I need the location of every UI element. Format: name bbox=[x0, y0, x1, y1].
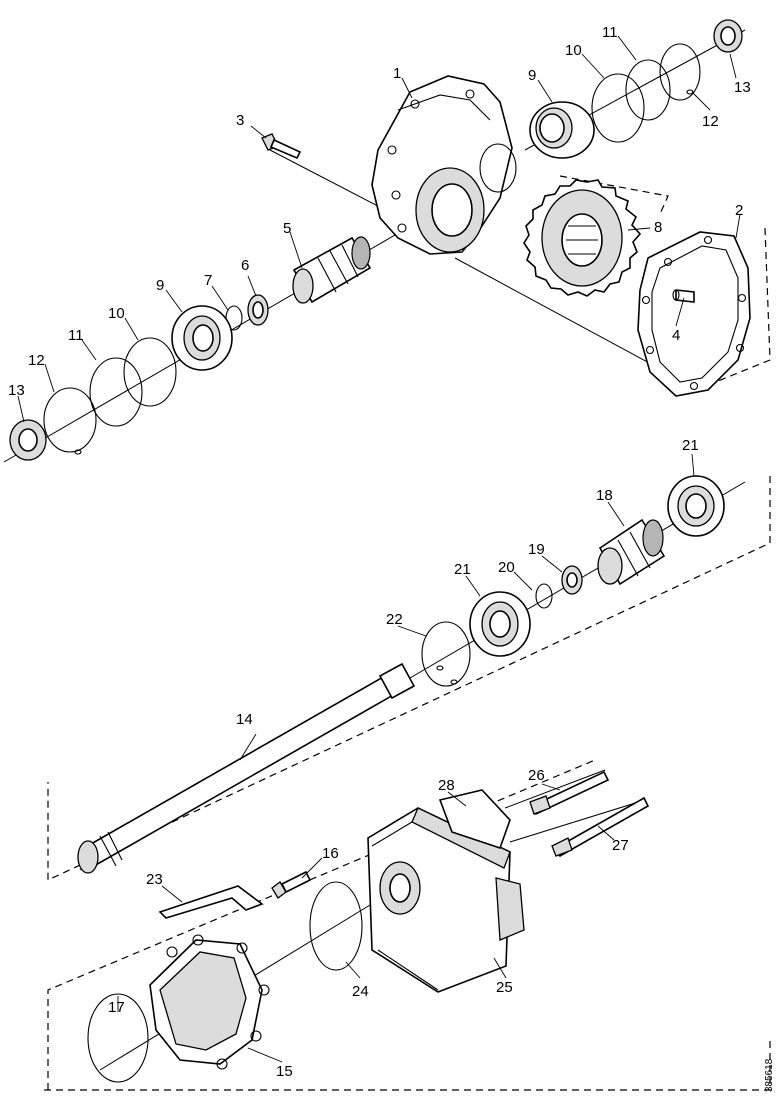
snap-ring-part-20 bbox=[535, 583, 553, 609]
bearing-part-21-left bbox=[469, 591, 531, 657]
label-part-6: 6 bbox=[241, 257, 249, 274]
group-outline-middle bbox=[47, 476, 771, 881]
splined-sleeve-part-18 bbox=[597, 518, 666, 586]
label-part-10-upper: 10 bbox=[565, 42, 582, 59]
label-part-15: 15 bbox=[276, 1063, 293, 1080]
label-part-5: 5 bbox=[283, 220, 291, 237]
gear-part-8 bbox=[523, 179, 642, 297]
ring-part-10-lower bbox=[123, 337, 177, 407]
circlip-part-12-upper bbox=[659, 43, 701, 101]
label-part-23: 23 bbox=[146, 871, 163, 888]
splined-sleeve-part-5 bbox=[292, 236, 372, 304]
label-part-11-upper: 11 bbox=[602, 24, 618, 41]
spring-part-23 bbox=[158, 885, 264, 919]
label-part-12-lower: 12 bbox=[28, 352, 45, 369]
pin-part-4 bbox=[672, 289, 695, 303]
stud-part-27 bbox=[551, 796, 650, 858]
module-part-25 bbox=[367, 789, 525, 993]
ring-part-11-lower bbox=[89, 357, 143, 427]
o-ring-part-24 bbox=[309, 881, 363, 971]
ring-part-11-upper bbox=[625, 59, 671, 121]
label-part-9-upper: 9 bbox=[528, 67, 536, 84]
label-part-8: 8 bbox=[654, 219, 662, 236]
seal-part-13-upper bbox=[713, 19, 743, 53]
label-part-18: 18 bbox=[596, 487, 613, 504]
bearing-part-9-lower bbox=[171, 305, 233, 371]
label-part-25: 25 bbox=[496, 979, 513, 996]
label-part-16: 16 bbox=[322, 845, 339, 862]
label-part-13-lower: 13 bbox=[8, 382, 25, 399]
label-part-26: 26 bbox=[528, 767, 545, 784]
part-labels: 1 2 3 4 5 6 7 8 9 9 10 10 11 11 12 12 13… bbox=[8, 24, 775, 1092]
label-part-4: 4 bbox=[672, 327, 680, 344]
circlip-part-12-lower bbox=[43, 387, 97, 455]
label-part-10-lower: 10 bbox=[108, 305, 125, 322]
label-part-14: 14 bbox=[236, 711, 253, 728]
label-part-12-upper: 12 bbox=[702, 113, 719, 130]
label-part-1: 1 bbox=[393, 65, 401, 82]
reference-code: 385618 bbox=[764, 1058, 775, 1092]
label-part-2: 2 bbox=[735, 202, 743, 219]
flange-part-15 bbox=[149, 934, 270, 1070]
label-part-21-right: 21 bbox=[682, 437, 699, 454]
bolt-part-16 bbox=[271, 870, 312, 899]
label-part-27: 27 bbox=[612, 837, 629, 854]
housing-part-1 bbox=[371, 75, 517, 255]
o-ring-part-17 bbox=[87, 993, 149, 1083]
label-part-21-left: 21 bbox=[454, 561, 471, 578]
label-part-19: 19 bbox=[528, 541, 545, 558]
leader-lines bbox=[17, 35, 741, 1063]
label-part-20: 20 bbox=[498, 559, 515, 576]
seal-part-13-lower bbox=[9, 419, 47, 461]
gasket-part-2 bbox=[637, 231, 751, 397]
bearing-part-21-right bbox=[667, 475, 725, 537]
bearing-part-9-upper bbox=[529, 101, 595, 159]
label-part-7: 7 bbox=[204, 272, 212, 289]
circlip-part-22 bbox=[421, 621, 471, 687]
nut-part-6 bbox=[247, 294, 269, 326]
label-part-28: 28 bbox=[438, 777, 455, 794]
shaft-part-14 bbox=[77, 662, 416, 874]
stud-part-26 bbox=[529, 770, 610, 816]
label-part-13-upper: 13 bbox=[734, 79, 751, 96]
label-part-9-lower: 9 bbox=[156, 277, 164, 294]
label-part-11-lower: 11 bbox=[68, 327, 84, 344]
nut-part-19 bbox=[561, 565, 583, 595]
label-part-22: 22 bbox=[386, 611, 403, 628]
label-part-3: 3 bbox=[236, 112, 244, 129]
label-part-24: 24 bbox=[352, 983, 369, 1000]
bolt-part-3 bbox=[261, 133, 302, 160]
ring-part-10-upper bbox=[591, 73, 645, 143]
label-part-17: 17 bbox=[108, 999, 125, 1016]
